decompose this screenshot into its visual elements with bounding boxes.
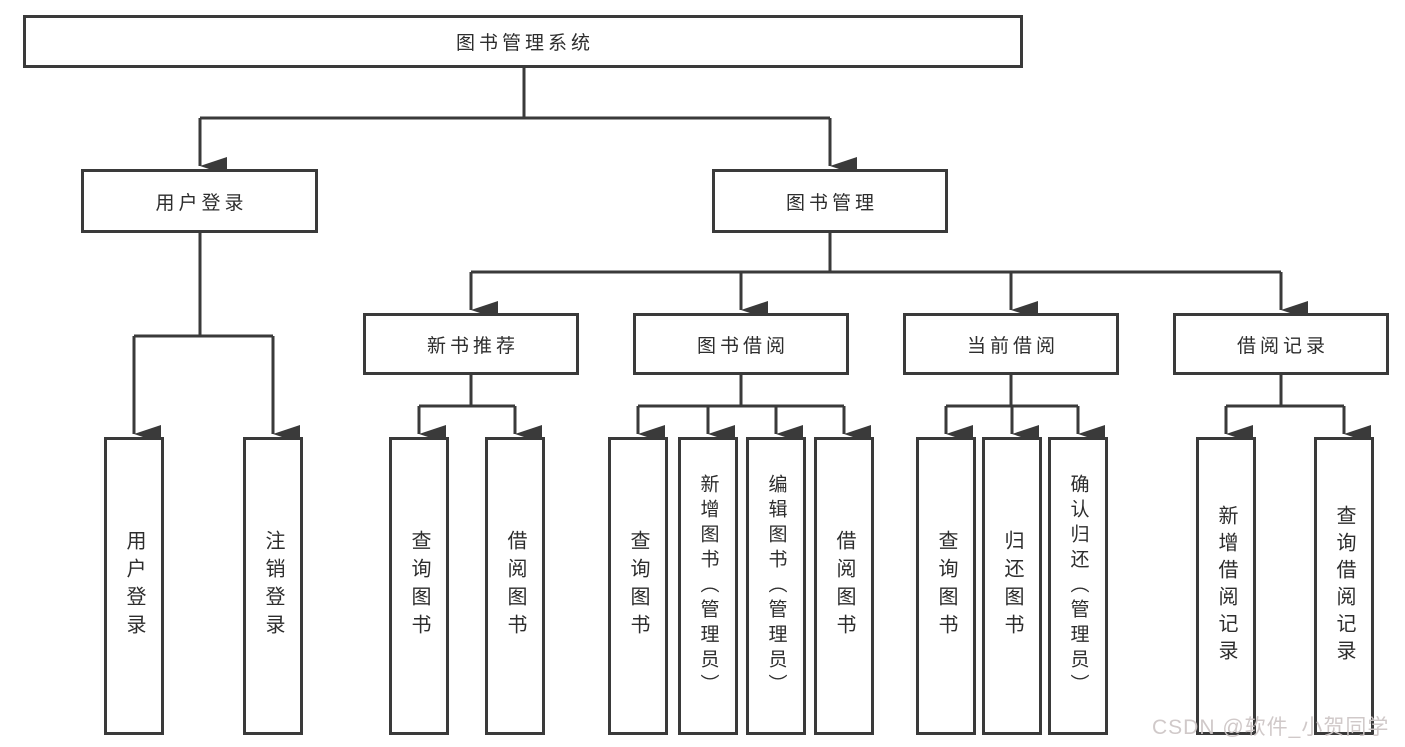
leaf-return-books: 归还图书 xyxy=(982,437,1042,735)
wire-newbook-bar xyxy=(419,375,515,408)
leaf-add-borrow-record-label: 新增借阅记录 xyxy=(1215,505,1237,667)
leaf-query-borrow-record: 查询借阅记录 xyxy=(1314,437,1374,735)
leaf-logout: 注销登录 xyxy=(243,437,303,735)
node-user-login: 用户登录 xyxy=(81,169,318,233)
wire-bookborrow-bar xyxy=(638,375,844,408)
node-root-system-label: 图书管理系统 xyxy=(455,33,594,54)
wire-userlogin-bar xyxy=(134,233,273,338)
leaf-logout-label: 注销登录 xyxy=(262,530,284,642)
leaf-add-books-admin: 新增图书（管理员） xyxy=(678,437,738,735)
wire-borrowrecords-bar xyxy=(1226,375,1344,408)
leaf-edit-books-admin: 编辑图书（管理员） xyxy=(746,437,806,735)
node-new-book-recommend: 新书推荐 xyxy=(363,313,579,375)
leaf-query-books-2: 查询图书 xyxy=(608,437,668,735)
leaf-borrow-books-2-label: 借阅图书 xyxy=(833,530,855,642)
node-new-book-recommend-label: 新书推荐 xyxy=(426,335,519,357)
wire-bookmgmt-bar xyxy=(471,233,1281,274)
node-user-login-label: 用户登录 xyxy=(155,192,248,214)
node-book-management: 图书管理 xyxy=(712,169,948,233)
leaf-borrow-books-2: 借阅图书 xyxy=(814,437,874,735)
node-book-borrow-label: 图书借阅 xyxy=(696,335,789,357)
leaf-user-login-label: 用户登录 xyxy=(123,530,145,642)
leaf-return-books-label: 归还图书 xyxy=(1001,530,1023,642)
node-current-borrow: 当前借阅 xyxy=(903,313,1119,375)
node-book-management-label: 图书管理 xyxy=(785,192,878,214)
leaf-query-borrow-record-label: 查询借阅记录 xyxy=(1333,505,1355,667)
leaf-confirm-return-admin-label: 确认归还（管理员） xyxy=(1067,473,1089,699)
leaf-query-books-1-label: 查询图书 xyxy=(408,530,430,642)
node-current-borrow-label: 当前借阅 xyxy=(966,335,1059,357)
csdn-watermark: CSDN @软件_小贺同学 xyxy=(1152,716,1390,739)
leaf-query-books-2-label: 查询图书 xyxy=(627,530,649,642)
leaf-add-books-admin-label: 新增图书（管理员） xyxy=(697,473,719,699)
leaf-user-login: 用户登录 xyxy=(104,437,164,735)
wire-root-bar xyxy=(200,68,830,120)
leaf-edit-books-admin-label: 编辑图书（管理员） xyxy=(765,473,787,699)
leaf-query-books-1: 查询图书 xyxy=(389,437,449,735)
leaf-query-books-3-label: 查询图书 xyxy=(935,530,957,642)
leaf-borrow-books-1: 借阅图书 xyxy=(485,437,545,735)
leaf-confirm-return-admin: 确认归还（管理员） xyxy=(1048,437,1108,735)
leaf-add-borrow-record: 新增借阅记录 xyxy=(1196,437,1256,735)
node-borrow-records-label: 借阅记录 xyxy=(1236,335,1329,357)
leaf-query-books-3: 查询图书 xyxy=(916,437,976,735)
node-borrow-records: 借阅记录 xyxy=(1173,313,1389,375)
leaf-borrow-books-1-label: 借阅图书 xyxy=(504,530,526,642)
node-root-system: 图书管理系统 xyxy=(23,15,1023,68)
wire-currentborrow-bar xyxy=(946,375,1078,408)
node-book-borrow: 图书借阅 xyxy=(633,313,849,375)
